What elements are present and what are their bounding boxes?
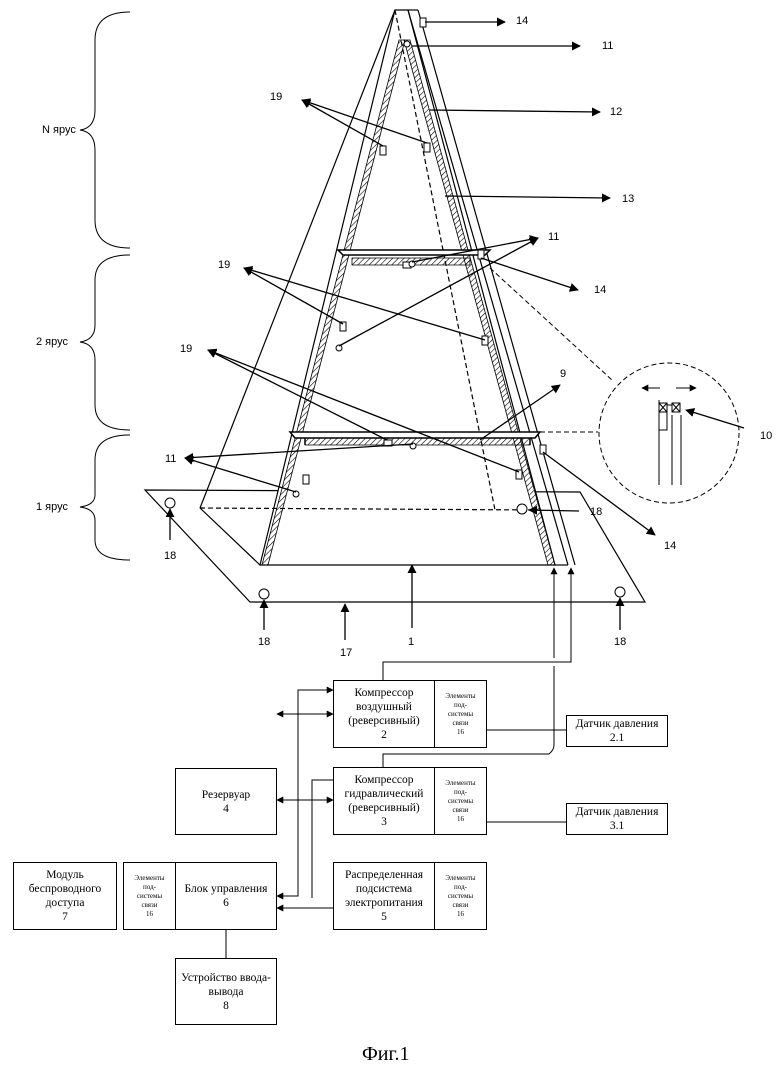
- callout-18-left: 18: [164, 550, 176, 562]
- callout-12: 12: [610, 106, 622, 118]
- control-number: 6: [223, 896, 229, 910]
- callout-19-low: 19: [180, 343, 192, 355]
- comm-line4: связи: [452, 901, 468, 910]
- comm-number: 16: [146, 910, 153, 919]
- comm-elements-air: Элементы под- системы связи 16: [434, 680, 487, 748]
- comm-number: 16: [457, 910, 464, 919]
- tier-label-2: 2 ярус: [36, 336, 68, 348]
- block-wireless-module: Модуль беспроводного доступа 7: [13, 862, 117, 930]
- comm-elements-hyd: Элементы под- системы связи 16: [434, 767, 487, 835]
- callout-13: 13: [622, 193, 634, 205]
- callout-18-bottom-left: 18: [258, 636, 270, 648]
- power-line3: электропитания: [345, 896, 423, 910]
- comm-line2: под-: [143, 883, 156, 892]
- power-number: 5: [381, 910, 387, 924]
- comm-elements-power: Элементы под- системы связи 16: [434, 862, 487, 930]
- callout-11-mid: 11: [548, 231, 559, 243]
- block-reservoir: Резервуар 4: [175, 768, 277, 835]
- callout-18-right: 18: [590, 506, 602, 518]
- callout-10: 10: [760, 430, 772, 442]
- air-compressor-line2: воздушный: [356, 700, 412, 714]
- comm-line1: Элементы: [445, 779, 475, 788]
- air-compressor-line1: Компрессор: [355, 686, 414, 700]
- pressure21-line1: Датчик давления: [576, 717, 659, 731]
- comm-line3: системы: [448, 892, 473, 901]
- comm-line1: Элементы: [445, 874, 475, 883]
- wireless-line2: беспроводного: [29, 882, 102, 896]
- figure-caption: Фиг.1: [362, 1043, 409, 1065]
- air-compressor-line3: (реверсивный): [348, 714, 419, 728]
- tier-label-1: 1 ярус: [36, 501, 68, 513]
- comm-line3: системы: [448, 710, 473, 719]
- comm-line4: связи: [141, 901, 157, 910]
- block-pressure-sensor-2-1: Датчик давления 2.1: [566, 715, 668, 747]
- io-line2: вывода: [209, 985, 244, 999]
- comm-line3: системы: [137, 892, 162, 901]
- comm-line1: Элементы: [445, 692, 475, 701]
- wireless-line1: Модуль: [46, 868, 83, 882]
- block-pressure-sensor-3-1: Датчик давления 3.1: [566, 803, 668, 835]
- callout-11-low: 11: [165, 453, 176, 465]
- comm-line3: системы: [448, 797, 473, 806]
- block-air-compressor: Компрессор воздушный (реверсивный) 2: [333, 680, 435, 748]
- tier-braces: [80, 12, 130, 560]
- hyd-compressor-line3: (реверсивный): [348, 801, 419, 815]
- pressure31-line1: Датчик давления: [576, 805, 659, 819]
- callout-14-low: 14: [664, 540, 676, 552]
- block-hydraulic-compressor: Компрессор гидравлический (реверсивный) …: [333, 767, 435, 835]
- comm-line2: под-: [454, 788, 467, 797]
- comm-number: 16: [457, 815, 464, 824]
- callout-1: 1: [408, 636, 414, 648]
- comm-line2: под-: [454, 701, 467, 710]
- hyd-compressor-number: 3: [381, 815, 387, 829]
- power-line2: подсистема: [356, 882, 412, 896]
- pressure21-number: 2.1: [610, 731, 624, 745]
- callout-18-bottom-right: 18: [614, 636, 626, 648]
- pressure31-number: 3.1: [610, 819, 624, 833]
- comm-line2: под-: [454, 883, 467, 892]
- reservoir-line1: Резервуар: [202, 788, 250, 802]
- comm-line4: связи: [452, 719, 468, 728]
- hyd-compressor-line1: Компрессор: [355, 773, 414, 787]
- wireless-line3: доступа: [46, 896, 85, 910]
- comm-number: 16: [457, 728, 464, 737]
- reservoir-number: 4: [223, 802, 229, 816]
- tier-label-n: N ярус: [42, 124, 76, 136]
- comm-elements-control: Элементы под- системы связи 16: [123, 862, 176, 930]
- io-line1: Устройство ввода-: [181, 971, 271, 985]
- hyd-compressor-line2: гидравлический: [345, 787, 424, 801]
- wireless-number: 7: [62, 910, 68, 924]
- callout-14-top: 14: [516, 15, 528, 27]
- callout-19-mid: 19: [218, 259, 230, 271]
- callout-19-top: 19: [270, 91, 282, 103]
- block-control-unit: Блок управления 6: [175, 862, 277, 930]
- comm-line4: связи: [452, 806, 468, 815]
- control-line1: Блок управления: [185, 882, 268, 896]
- air-compressor-number: 2: [381, 728, 387, 742]
- block-io-device: Устройство ввода- вывода 8: [175, 958, 277, 1025]
- callout-9: 9: [560, 368, 566, 380]
- comm-line1: Элементы: [134, 874, 164, 883]
- power-line1: Распределенная: [345, 868, 423, 882]
- io-number: 8: [223, 999, 229, 1013]
- block-power-subsystem: Распределенная подсистема электропитания…: [333, 862, 435, 930]
- callout-14-mid: 14: [594, 284, 606, 296]
- callout-11-top: 11: [602, 40, 613, 52]
- callout-17: 17: [340, 647, 352, 659]
